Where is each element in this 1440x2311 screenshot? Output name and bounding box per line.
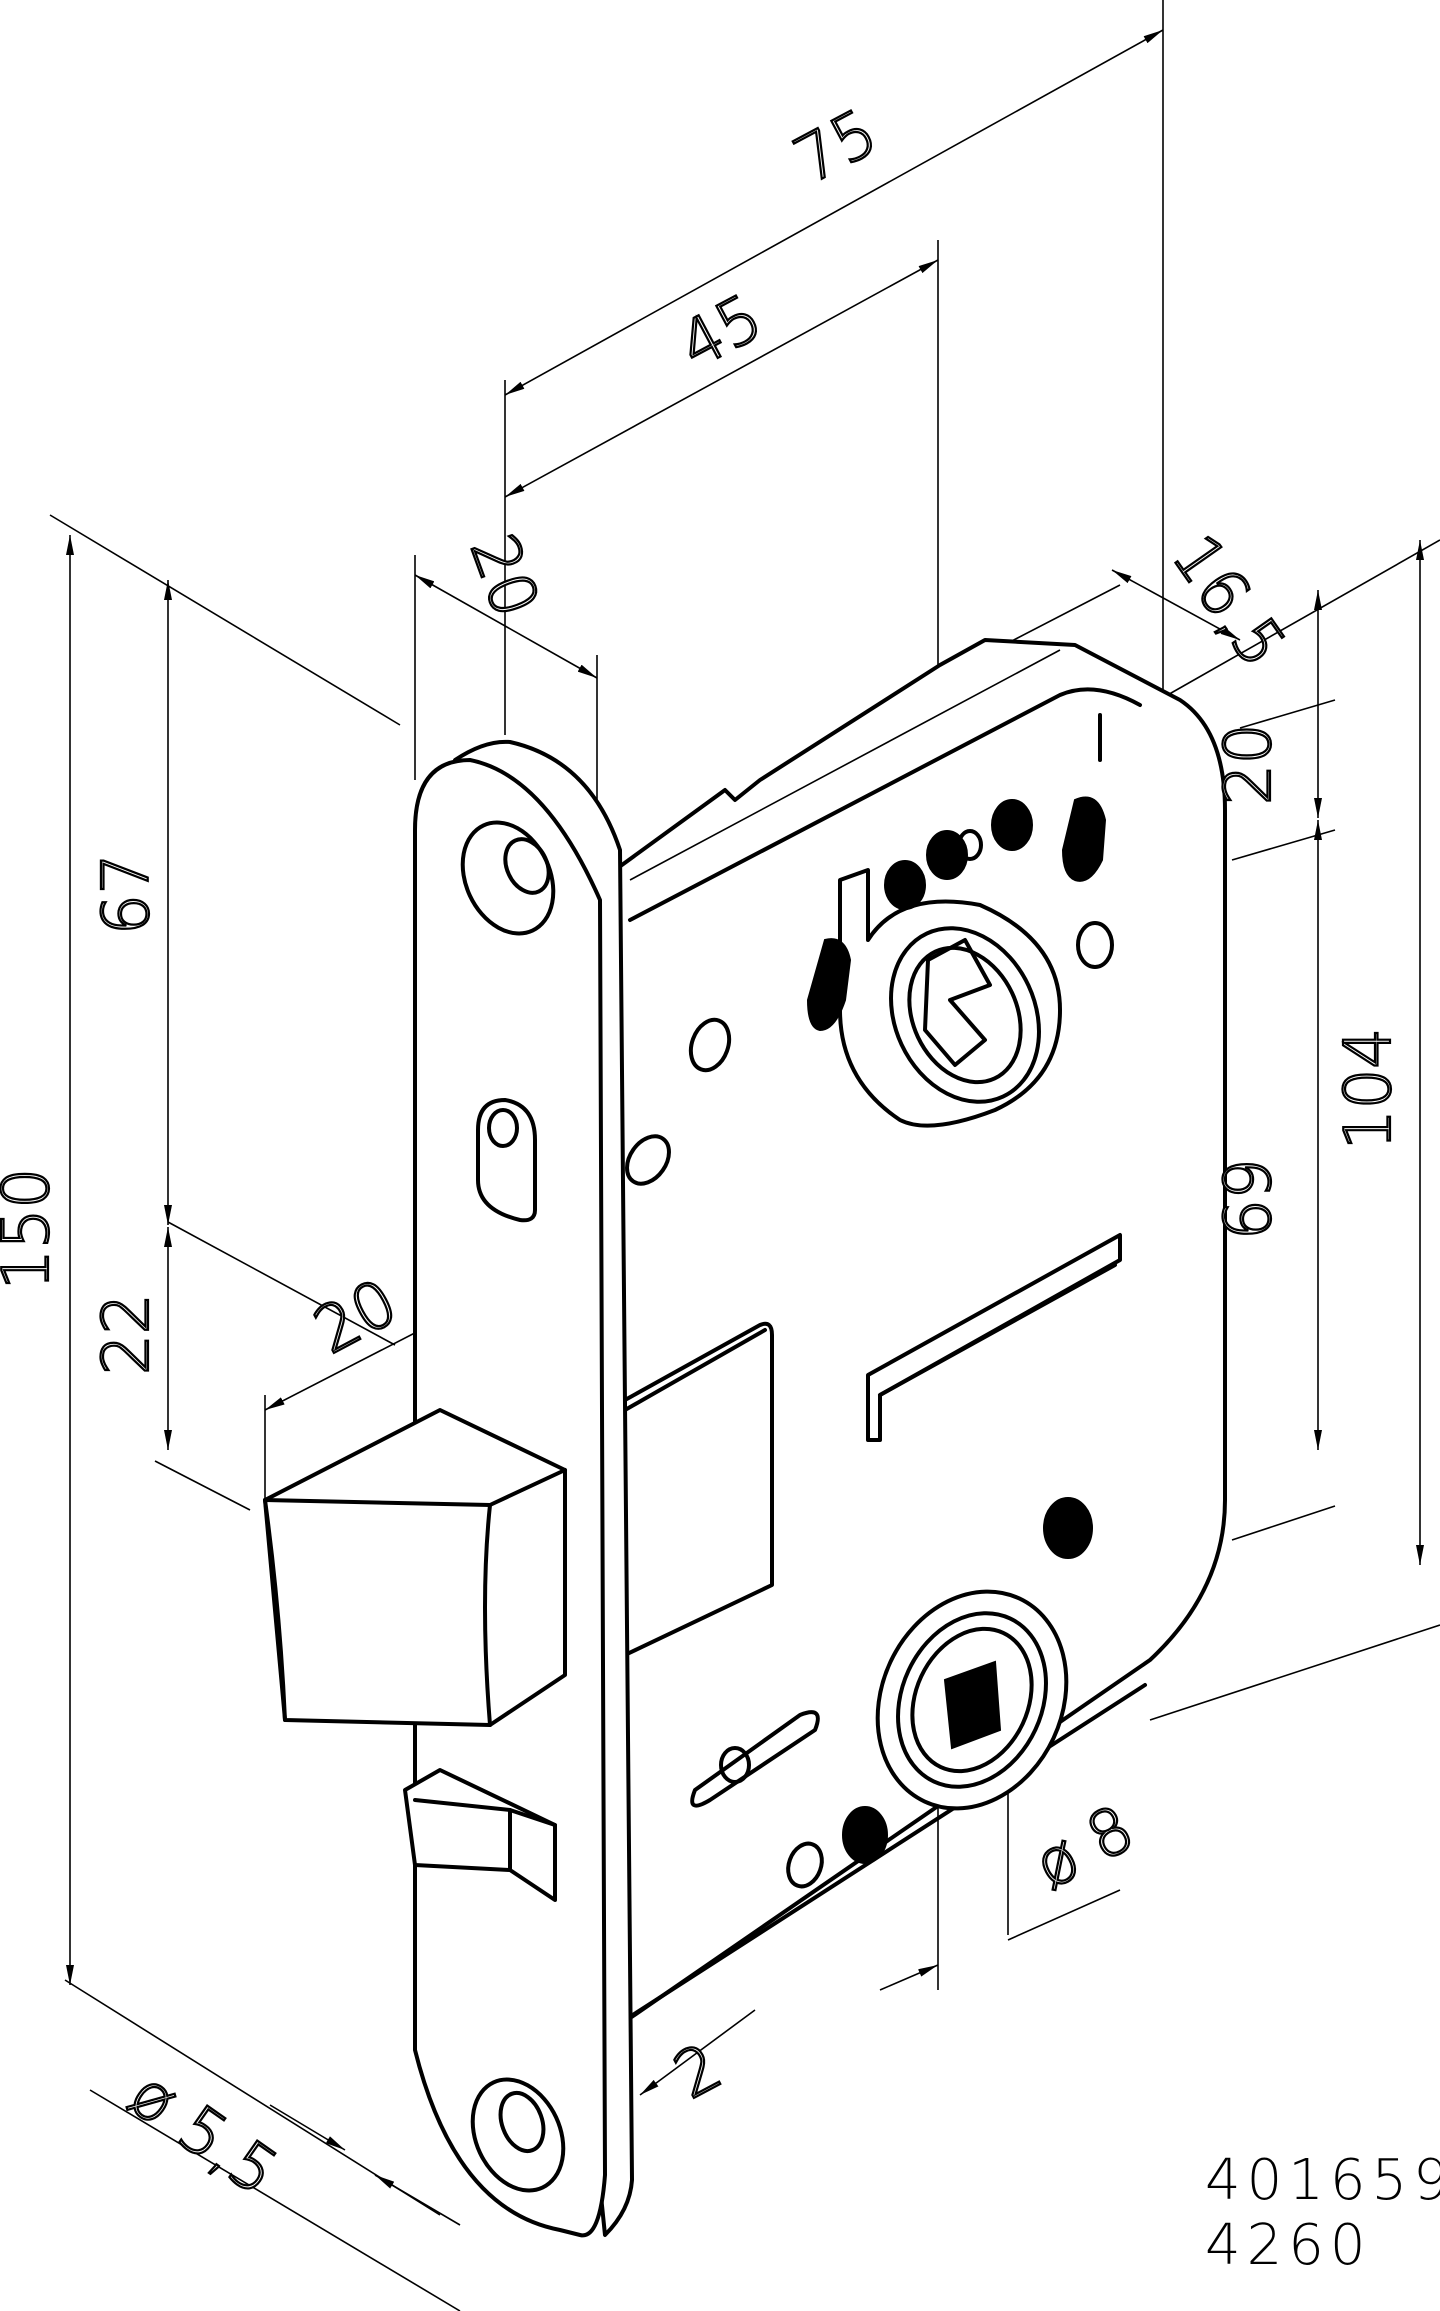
case-holes [625, 1017, 732, 1186]
latch-guide [623, 1321, 774, 1657]
latch-bolt [263, 1408, 567, 1727]
dim-67: 67 [90, 854, 164, 935]
dim-75: 75 [783, 96, 890, 200]
follower-slot [866, 1233, 1122, 1442]
model-number: 4260 [1205, 2213, 1372, 2278]
dimension-lines [66, 29, 1424, 2226]
dim-dia-8: ø 8 [1023, 1792, 1146, 1904]
dim-dia-5-5: ø 5,5 [116, 2057, 291, 2210]
dim-20-faceplate: 20 [455, 525, 552, 627]
dim-20-top: 20 [1212, 724, 1286, 805]
lock-case [613, 638, 1227, 2027]
dim-150: 150 [0, 1168, 64, 1290]
dead-latch [403, 1768, 557, 1902]
dim-2: 2 [663, 2030, 734, 2114]
article-number: 401659 [1205, 2148, 1440, 2213]
dim-20-latch: 20 [303, 1266, 410, 1370]
dim-69: 69 [1212, 1159, 1286, 1240]
spindle-follower [690, 1497, 1093, 1889]
dim-22: 22 [90, 1294, 164, 1375]
cylinder-hole [806, 796, 1114, 1128]
dim-104: 104 [1332, 1028, 1406, 1150]
dim-16-5: 16,5 [1157, 522, 1299, 681]
